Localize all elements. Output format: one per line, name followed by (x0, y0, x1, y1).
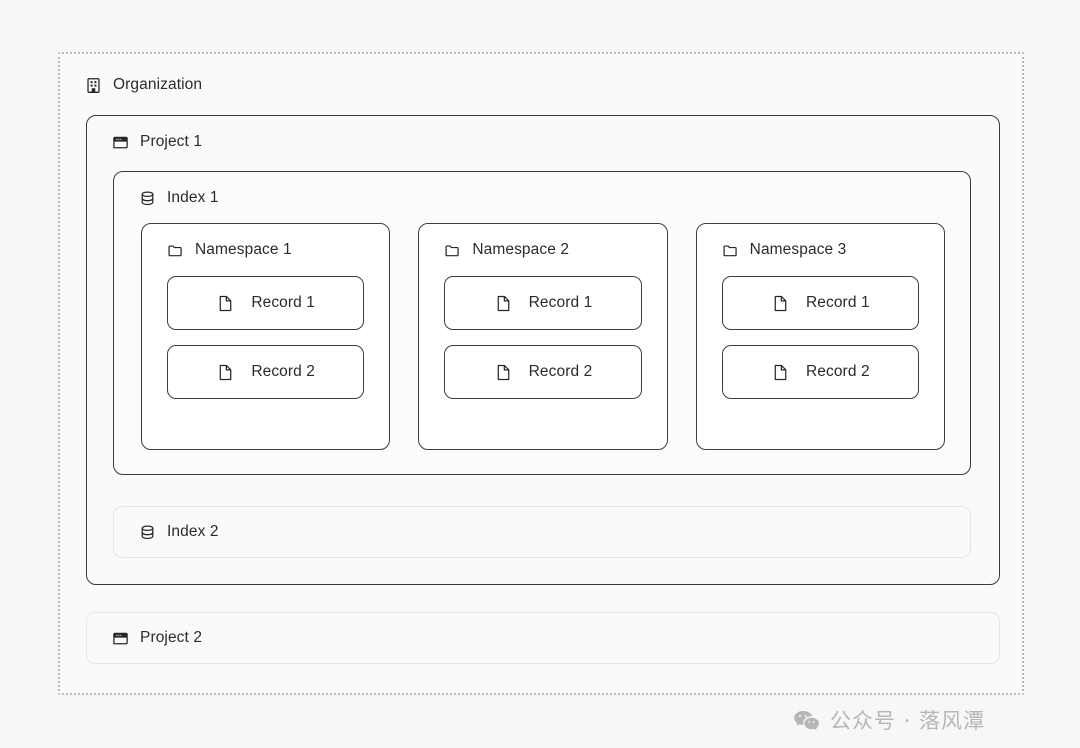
wechat-icon (793, 709, 820, 732)
namespace-3-container[interactable]: Namespace 3 Record 1 (695, 223, 945, 450)
namespace-1-label: Namespace 1 (195, 241, 292, 258)
namespace-2-container[interactable]: Namespace 2 Record 1 (418, 223, 668, 450)
namespace-row: Namespace 1 Record 1 (141, 223, 945, 450)
record-item[interactable]: Record 2 (167, 345, 365, 399)
project-1-label: Project 1 (140, 133, 203, 150)
index-1-label: Index 1 (167, 189, 219, 206)
watermark: 公众号 · 落风潭 (793, 705, 985, 735)
index-2-header: Index 2 (139, 523, 219, 541)
index-2-label: Index 2 (167, 523, 219, 540)
organization-container: Organization Project 1 (58, 52, 1024, 695)
browser-window-icon (112, 134, 129, 151)
namespace-1-header: Namespace 1 (167, 241, 364, 259)
database-icon (139, 524, 156, 541)
browser-window-icon (112, 630, 129, 647)
record-label: Record 1 (251, 294, 316, 311)
document-icon (771, 363, 790, 382)
namespace-1-container[interactable]: Namespace 1 Record 1 (141, 223, 391, 450)
folder-icon (444, 242, 461, 259)
document-icon (771, 294, 790, 313)
index-2-container[interactable]: Index 2 (113, 506, 971, 558)
project-1-header: Project 1 (112, 133, 202, 151)
namespace-2-header: Namespace 2 (444, 241, 641, 259)
organization-header: Organization (85, 76, 202, 94)
project-2-label: Project 2 (140, 629, 203, 646)
record-label: Record 1 (805, 294, 870, 311)
record-item[interactable]: Record 1 (167, 276, 365, 330)
index-1-header: Index 1 (139, 189, 219, 207)
project-1-container[interactable]: Project 1 Index 1 (86, 115, 1000, 585)
document-icon (494, 294, 513, 313)
index-1-container[interactable]: Index 1 Namespace 1 (113, 171, 971, 475)
namespace-3-header: Namespace 3 (722, 241, 919, 259)
record-label: Record 2 (528, 363, 593, 380)
record-item[interactable]: Record 1 (721, 276, 919, 330)
namespace-3-label: Namespace 3 (749, 241, 847, 258)
project-2-container[interactable]: Project 2 (86, 612, 1000, 664)
record-label: Record 1 (528, 294, 593, 311)
record-item[interactable]: Record 2 (721, 345, 919, 399)
record-item[interactable]: Record 1 (444, 276, 642, 330)
document-icon (494, 363, 513, 382)
watermark-text: 公众号 · 落风潭 (830, 709, 986, 733)
database-icon (139, 190, 156, 207)
project-2-header: Project 2 (112, 629, 202, 647)
namespace-2-label: Namespace 2 (472, 241, 570, 258)
folder-icon (167, 242, 184, 259)
document-icon (216, 294, 235, 313)
organization-label: Organization (113, 76, 203, 93)
record-item[interactable]: Record 2 (444, 345, 642, 399)
record-label: Record 2 (251, 363, 316, 380)
record-label: Record 2 (805, 363, 870, 380)
building-icon (85, 77, 102, 94)
document-icon (216, 363, 235, 382)
folder-icon (722, 242, 739, 259)
